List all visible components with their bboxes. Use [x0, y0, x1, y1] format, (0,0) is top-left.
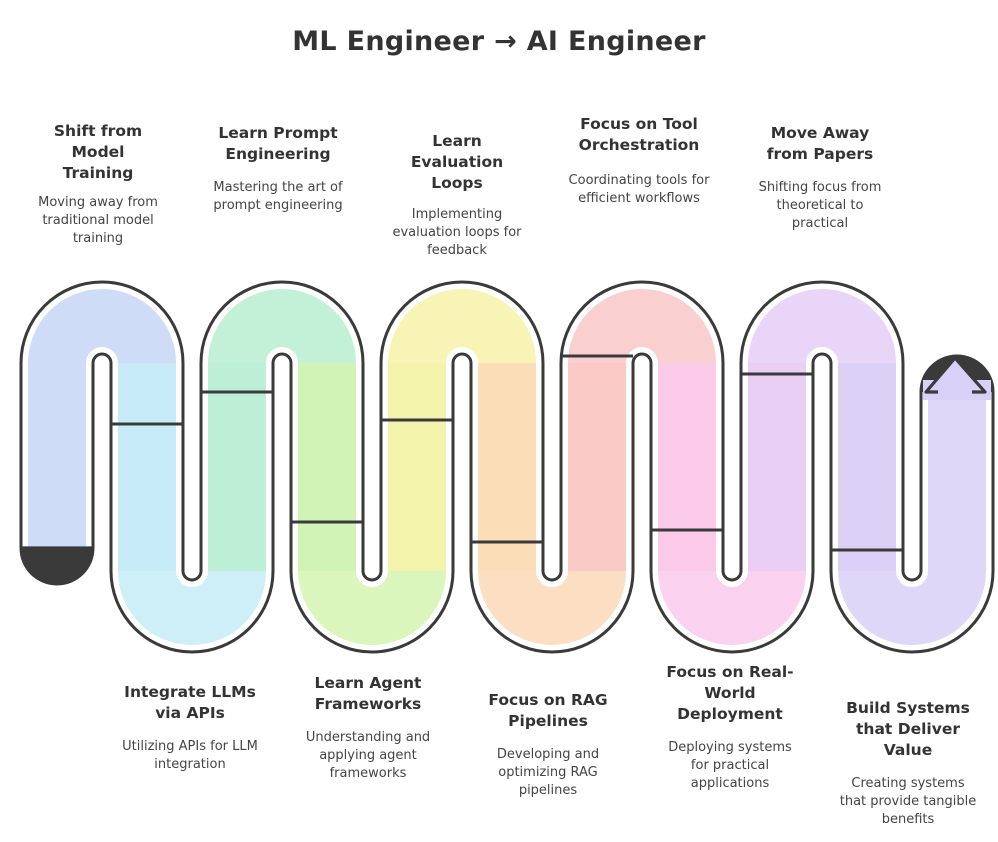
step-description: Mastering the art of prompt engineering	[213, 180, 343, 213]
step-focus-on-tool-orchestration: Focus on Tool Orchestration Coordinating…	[564, 114, 714, 208]
road-segment	[118, 363, 266, 645]
step-shift-from-model-training: Shift from Model Training Moving away fr…	[23, 121, 173, 248]
step-move-away-from-papers: Move Away from Papers Shifting focus fro…	[745, 123, 895, 233]
step-description: Creating systems that provide tangible b…	[839, 776, 977, 827]
step-description: Shifting focus from theoretical to pract…	[758, 180, 882, 231]
step-description: Moving away from traditional model train…	[38, 195, 158, 246]
step-learn-prompt-engineering: Learn Prompt Engineering Mastering the a…	[203, 123, 353, 215]
step-title: Shift from Model Training	[53, 122, 143, 182]
step-build-systems-that-deliver-value: Build Systems that Deliver Value Creatin…	[833, 698, 983, 829]
road-segment	[568, 289, 716, 571]
step-title: Integrate LLMs via APIs	[124, 683, 256, 722]
step-title: Move Away from Papers	[766, 124, 874, 163]
diagram-title: ML Engineer → AI Engineer	[292, 26, 706, 57]
road-segment	[28, 289, 176, 571]
road-segment	[388, 289, 536, 571]
step-title: Learn Prompt Engineering	[218, 124, 338, 163]
step-learn-agent-frameworks: Learn Agent Frameworks Understanding and…	[293, 673, 443, 783]
road-segment	[838, 363, 986, 645]
road-segment	[298, 363, 446, 645]
step-description: Developing and optimizing RAG pipelines	[496, 747, 600, 798]
step-description: Deploying systems for practical applicat…	[668, 740, 792, 791]
step-description: Coordinating tools for efficient workflo…	[568, 173, 710, 206]
step-description: Utilizing APIs for LLM integration	[122, 739, 258, 772]
road-segment	[208, 289, 356, 571]
road-segment	[478, 363, 626, 645]
step-description: Implementing evaluation loops for feedba…	[392, 207, 522, 258]
step-title: Build Systems that Deliver Value	[846, 699, 970, 759]
road-segment	[748, 289, 896, 571]
step-title: Focus on Real-World Deployment	[666, 663, 794, 723]
step-integrate-llms-via-apis: Integrate LLMs via APIs Utilizing APIs f…	[115, 682, 265, 774]
road-end-arrow-icon	[924, 356, 987, 394]
step-title: Learn Evaluation Loops	[410, 132, 504, 192]
step-title: Focus on Tool Orchestration	[578, 115, 700, 154]
step-focus-on-rag-pipelines: Focus on RAG Pipelines Developing and op…	[473, 690, 623, 800]
road-segment	[658, 363, 806, 645]
step-focus-on-real-world-deployment: Focus on Real-World Deployment Deploying…	[655, 662, 805, 793]
step-description: Understanding and applying agent framewo…	[305, 730, 431, 781]
step-title: Learn Agent Frameworks	[314, 674, 422, 713]
step-learn-evaluation-loops: Learn Evaluation Loops Implementing eval…	[382, 131, 532, 260]
step-title: Focus on RAG Pipelines	[488, 691, 608, 730]
